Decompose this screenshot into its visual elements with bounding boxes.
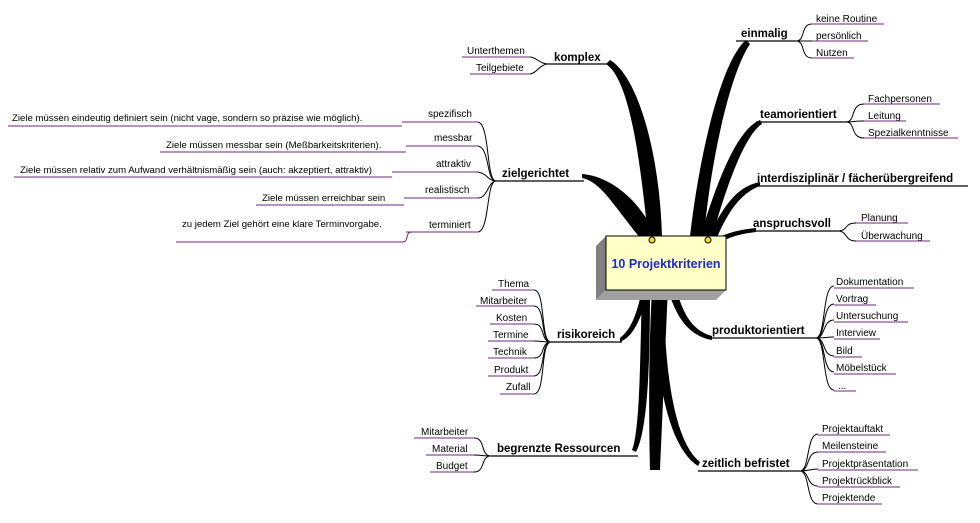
branch-label: begrenzte Ressourcen [497, 443, 620, 455]
leaf: Möbelstück [836, 363, 888, 374]
leaf: Projektende [822, 493, 876, 504]
leaf: Leitung [868, 111, 901, 122]
branch-label: risikoreich [557, 329, 615, 341]
leaf: Spezialkenntnisse [868, 128, 949, 139]
lightbulb-icon [645, 232, 659, 244]
branch-label: zeitlich befristet [702, 458, 790, 470]
leaf: realistisch [425, 185, 469, 196]
leaf: Meilensteine [822, 441, 879, 452]
central-topic[interactable]: 10 Projektkriterien [596, 232, 727, 300]
branch-einmalig[interactable]: einmalig keine Routine persönlich Nutzen [736, 14, 884, 59]
leaf: Vortrag [836, 294, 868, 305]
branch-label: anspruchsvoll [753, 218, 831, 230]
branch-zielgerichtet[interactable]: zielgerichtet spezifisch Ziele müssen ei… [8, 109, 584, 243]
leaf: Unterthemen [467, 46, 525, 57]
leaf: Thema [498, 279, 530, 290]
leaf: Fachpersonen [868, 94, 932, 105]
leaf: Produkt [494, 365, 529, 376]
leaf: Material [432, 444, 468, 455]
branch-zeitlich[interactable]: zeitlich befristet Projektauftakt Meilen… [698, 424, 918, 505]
branch-interdisziplinaer[interactable]: interdisziplinär / fächerübergreifend [754, 173, 968, 187]
note: Ziele müssen erreichbar sein [262, 193, 385, 204]
central-topic-title: 10 Projektkriterien [611, 257, 720, 271]
leaf: Mitarbeiter [421, 427, 469, 438]
leaf: Teilgebiete [476, 63, 524, 74]
leaf: ... [838, 381, 846, 392]
branch-label: produktorientiert [712, 325, 805, 337]
leaf: Dokumentation [836, 277, 903, 288]
leaf: Projektrückblick [822, 476, 893, 487]
branch-risikoreich[interactable]: risikoreich Thema Mitarbeiter Kosten Ter… [476, 279, 622, 395]
note: zu jedem Ziel gehört eine klare Terminvo… [182, 219, 382, 230]
branch-label: einmalig [741, 28, 788, 40]
branch-label: komplex [554, 52, 601, 64]
leaf: Budget [436, 461, 468, 472]
leaf: messbar [434, 133, 473, 144]
leaf: Termine [493, 330, 529, 341]
lightbulb-icon [701, 232, 715, 244]
leaf: Untersuchung [836, 311, 898, 322]
branch-label: interdisziplinär / fächerübergreifend [757, 173, 953, 185]
branch-produktorientiert[interactable]: produktorientiert Dokumentation Vortrag … [708, 277, 914, 392]
leaf: Projektpräsentation [822, 459, 908, 470]
leaf: Bild [836, 346, 853, 357]
leaf: Projektauftakt [822, 424, 883, 435]
leaf: Kosten [496, 313, 527, 324]
leaf: attraktiv [436, 159, 471, 170]
leaf: Nutzen [816, 48, 848, 59]
leaf: persönlich [816, 31, 862, 42]
branch-komplex[interactable]: komplex Unterthemen Teilgebiete [462, 46, 610, 75]
leaf: Zufall [506, 382, 530, 393]
leaf: Mitarbeiter [480, 296, 528, 307]
branch-label: teamorientiert [760, 109, 837, 121]
leaf: Überwachung [861, 230, 923, 242]
leaf: Planung [861, 213, 898, 224]
branch-label: zielgerichtet [502, 168, 569, 180]
note: Ziele müssen messbar sein (Meßbarkeitskr… [166, 140, 381, 151]
trunks [582, 40, 762, 470]
branch-ressourcen[interactable]: begrenzte Ressourcen Mitarbeiter Materia… [414, 427, 638, 473]
branch-anspruchsvoll[interactable]: anspruchsvoll Planung Überwachung [748, 213, 930, 242]
branch-teamorientiert[interactable]: teamorientiert Fachpersonen Leitung Spez… [756, 94, 958, 139]
leaf: spezifisch [428, 109, 472, 120]
note: Ziele müssen eindeutig definiert sein (n… [12, 113, 362, 124]
leaf: Technik [493, 347, 528, 358]
note: Ziele müssen relativ zum Aufwand verhält… [20, 165, 372, 176]
leaf: keine Routine [816, 14, 878, 25]
leaf: terminiert [429, 220, 471, 231]
leaf: Interview [836, 328, 877, 339]
